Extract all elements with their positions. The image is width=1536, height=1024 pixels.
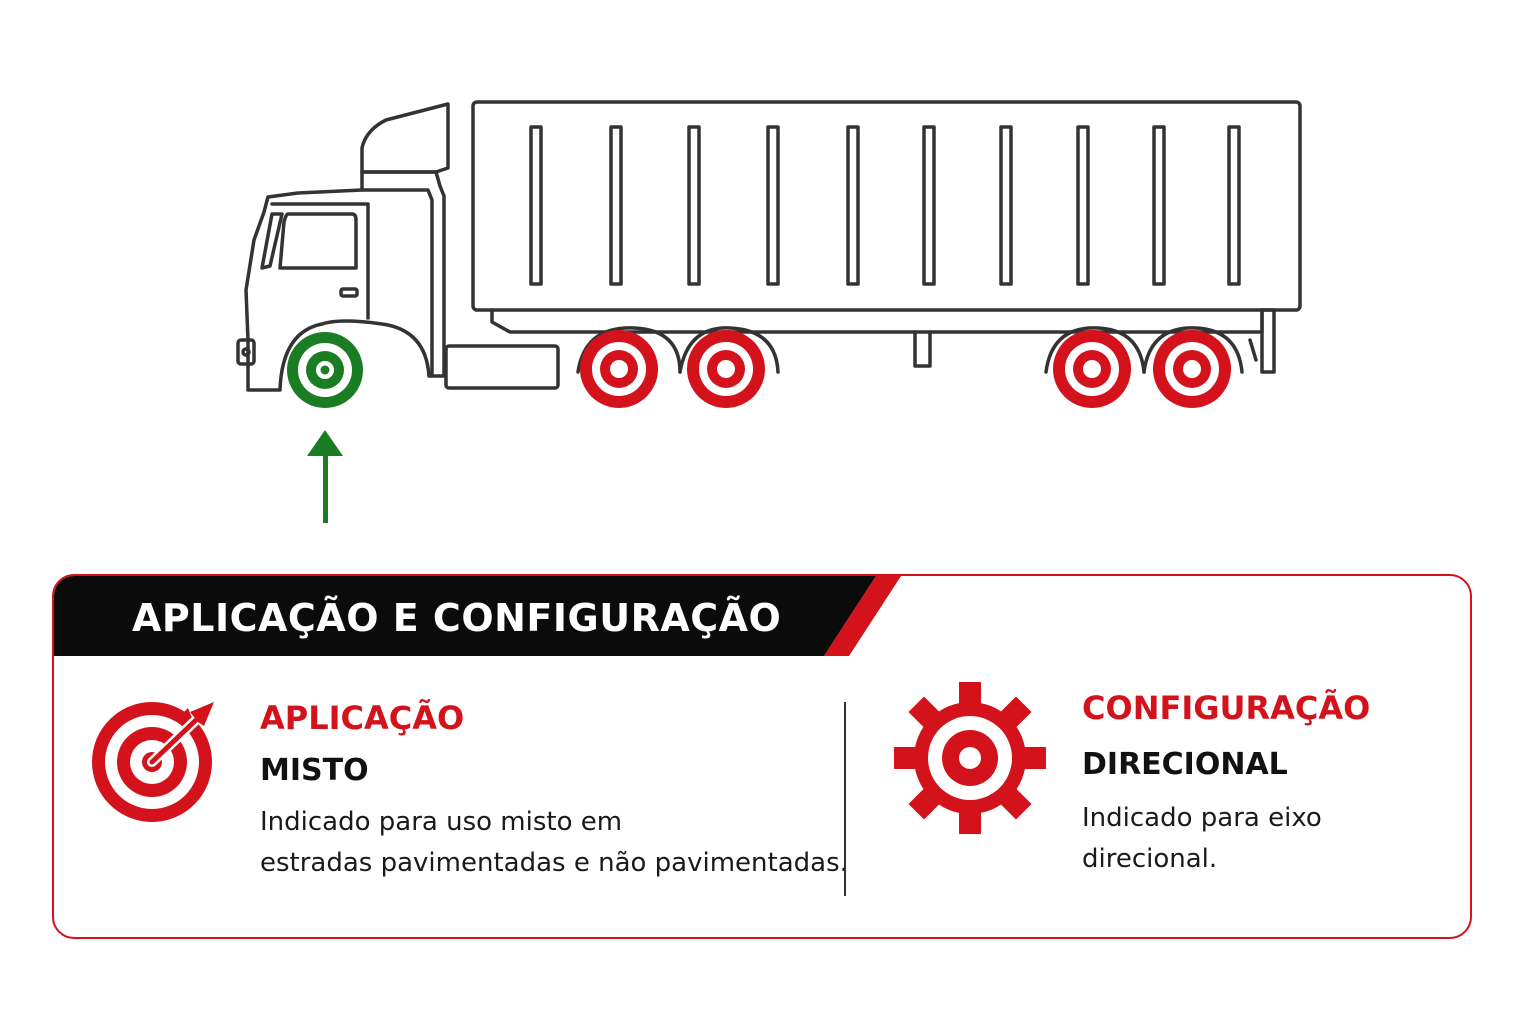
application-description-line: estradas pavimentadas e não pavimentadas… (260, 848, 848, 878)
front-wheel-highlighted (287, 332, 363, 408)
trailer-wheel (1153, 330, 1231, 408)
cab-fairing (360, 102, 450, 174)
configuration-value: DIRECIONAL (1082, 747, 1288, 782)
cab-window-side (278, 212, 358, 270)
panel-header-band (54, 576, 901, 656)
application-heading: APLICAÇÃO (260, 699, 465, 737)
column-divider (844, 702, 846, 896)
application-value: MISTO (260, 753, 369, 788)
trailer-chassis (490, 308, 1264, 334)
rear-wheel (687, 330, 765, 408)
cab-body (244, 170, 446, 392)
green-up-arrow-icon (307, 430, 343, 523)
configuration-description: Indicado para eixo direcional. (1082, 798, 1322, 880)
panel-title: APLICAÇÃO E CONFIGURAÇÃO (132, 596, 782, 640)
cab-window-front (260, 212, 284, 270)
rear-wheel (580, 330, 658, 408)
configuration-description-line: Indicado para eixo (1082, 803, 1322, 833)
configuration-description-line: direcional. (1082, 844, 1218, 874)
info-panel: APLICAÇÃO E CONFIGURAÇÃO APLICAÇÃO MISTO… (52, 574, 1472, 939)
door-handle (339, 287, 359, 298)
gear-icon (894, 682, 1046, 834)
fuel-tank (444, 344, 560, 390)
application-description-line: Indicado para uso misto em (260, 807, 623, 837)
target-icon (92, 702, 214, 822)
configuration-heading: CONFIGURAÇÃO (1082, 689, 1371, 727)
trailer-body (471, 100, 1302, 312)
trailer-ribs (529, 125, 1241, 286)
trailer-wheel (1053, 330, 1131, 408)
headlight (236, 338, 256, 366)
truck-diagram (236, 100, 1302, 523)
application-description: Indicado para uso misto em estradas pavi… (260, 802, 848, 884)
